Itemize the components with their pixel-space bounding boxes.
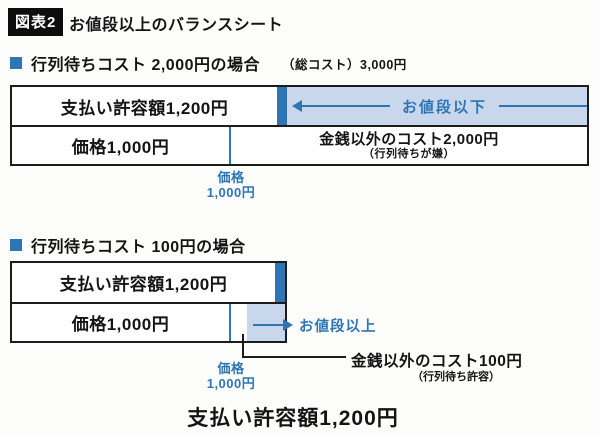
chart2-price-callout-line1: 価格 <box>217 361 245 376</box>
chart2-nonmoney-cost-strip <box>231 304 247 341</box>
cost100-callout-horizontal-line <box>242 356 346 358</box>
figure-title: お値段以上のバランスシート <box>69 17 284 34</box>
chart1-bottom-row: 価格1,000円 金銭以外のコスト2,000円 （行列待ちが嫌） <box>12 125 587 164</box>
arrow-line <box>302 105 390 107</box>
section2-heading-row: 行列待ちコスト 100円の場合 <box>10 233 246 257</box>
chart1-price-callout-line1: 価格 <box>217 170 245 185</box>
chart1-nonmoney-cost-note: （行列待ちが嫌） <box>363 147 455 160</box>
chart1-price-bar: 価格1,000円 <box>12 127 231 164</box>
arrow-right-icon <box>283 319 293 331</box>
below-price-arrow-label: お値段以下 <box>402 98 488 116</box>
above-price-arrow-label: お値段以上 <box>299 318 377 335</box>
arrow-left-icon <box>292 100 302 112</box>
footer-allowance-label: 支払い許容額1,200円 <box>187 407 399 430</box>
above-price-arrow: お値段以上 <box>253 318 377 335</box>
chart1-price-callout: 価格 1,000円 <box>181 170 281 201</box>
chart1-allowance-end-bar <box>277 87 287 125</box>
chart2-top-row: 支払い許容額1,200円 <box>12 263 285 302</box>
chart2-above-price-zone <box>247 304 285 341</box>
section1-total-cost-note: （総コスト）3,000円 <box>282 57 407 72</box>
below-price-arrow: お値段以下 <box>287 87 588 125</box>
chart-case-2000: 支払い許容額1,200円 お値段以下 価格1,000円 金銭以外のコスト2,00… <box>10 85 589 166</box>
cost100-callout-vertical-line <box>242 334 244 358</box>
chart2-price-bar: 価格1,000円 <box>12 304 231 341</box>
arrow-line <box>499 105 588 107</box>
figure-number-tag: 図表2 <box>8 8 64 36</box>
section1-heading-row: 行列待ちコスト 2,000円の場合 （総コスト）3,000円 <box>10 51 407 75</box>
chart-case-100: 支払い許容額1,200円 価格1,000円 <box>10 261 287 343</box>
chart1-below-price-zone: お値段以下 <box>287 87 588 125</box>
section1-bullet-icon <box>10 57 22 69</box>
chart1-nonmoney-cost-label: 金銭以外のコスト2,000円 <box>319 130 499 148</box>
chart2-allowance-end-bar <box>275 263 285 302</box>
chart2-allowance-bar: 支払い許容額1,200円 <box>59 275 228 294</box>
chart1-allowance-bar: 支払い許容額1,200円 <box>60 98 229 118</box>
chart1-top-row: 支払い許容額1,200円 お値段以下 <box>12 87 588 125</box>
arrow-line <box>253 324 283 326</box>
chart2-nonmoney-cost-note: （行列待ち許容） <box>412 371 500 383</box>
chart2-price-callout: 価格 1,000円 <box>181 361 281 392</box>
section2-bullet-icon <box>10 239 22 251</box>
chart1-nonmoney-cost-bar: 金銭以外のコスト2,000円 （行列待ちが嫌） <box>231 127 587 164</box>
section2-heading: 行列待ちコスト 100円の場合 <box>31 239 246 256</box>
section1-heading: 行列待ちコスト 2,000円の場合 <box>31 57 260 74</box>
chart2-bottom-row: 価格1,000円 <box>12 302 285 341</box>
chart1-price-callout-line2: 1,000円 <box>206 185 256 201</box>
chart2-price-callout-line2: 1,000円 <box>206 376 256 392</box>
chart2-nonmoney-cost-label: 金銭以外のコスト100円 <box>351 353 523 370</box>
